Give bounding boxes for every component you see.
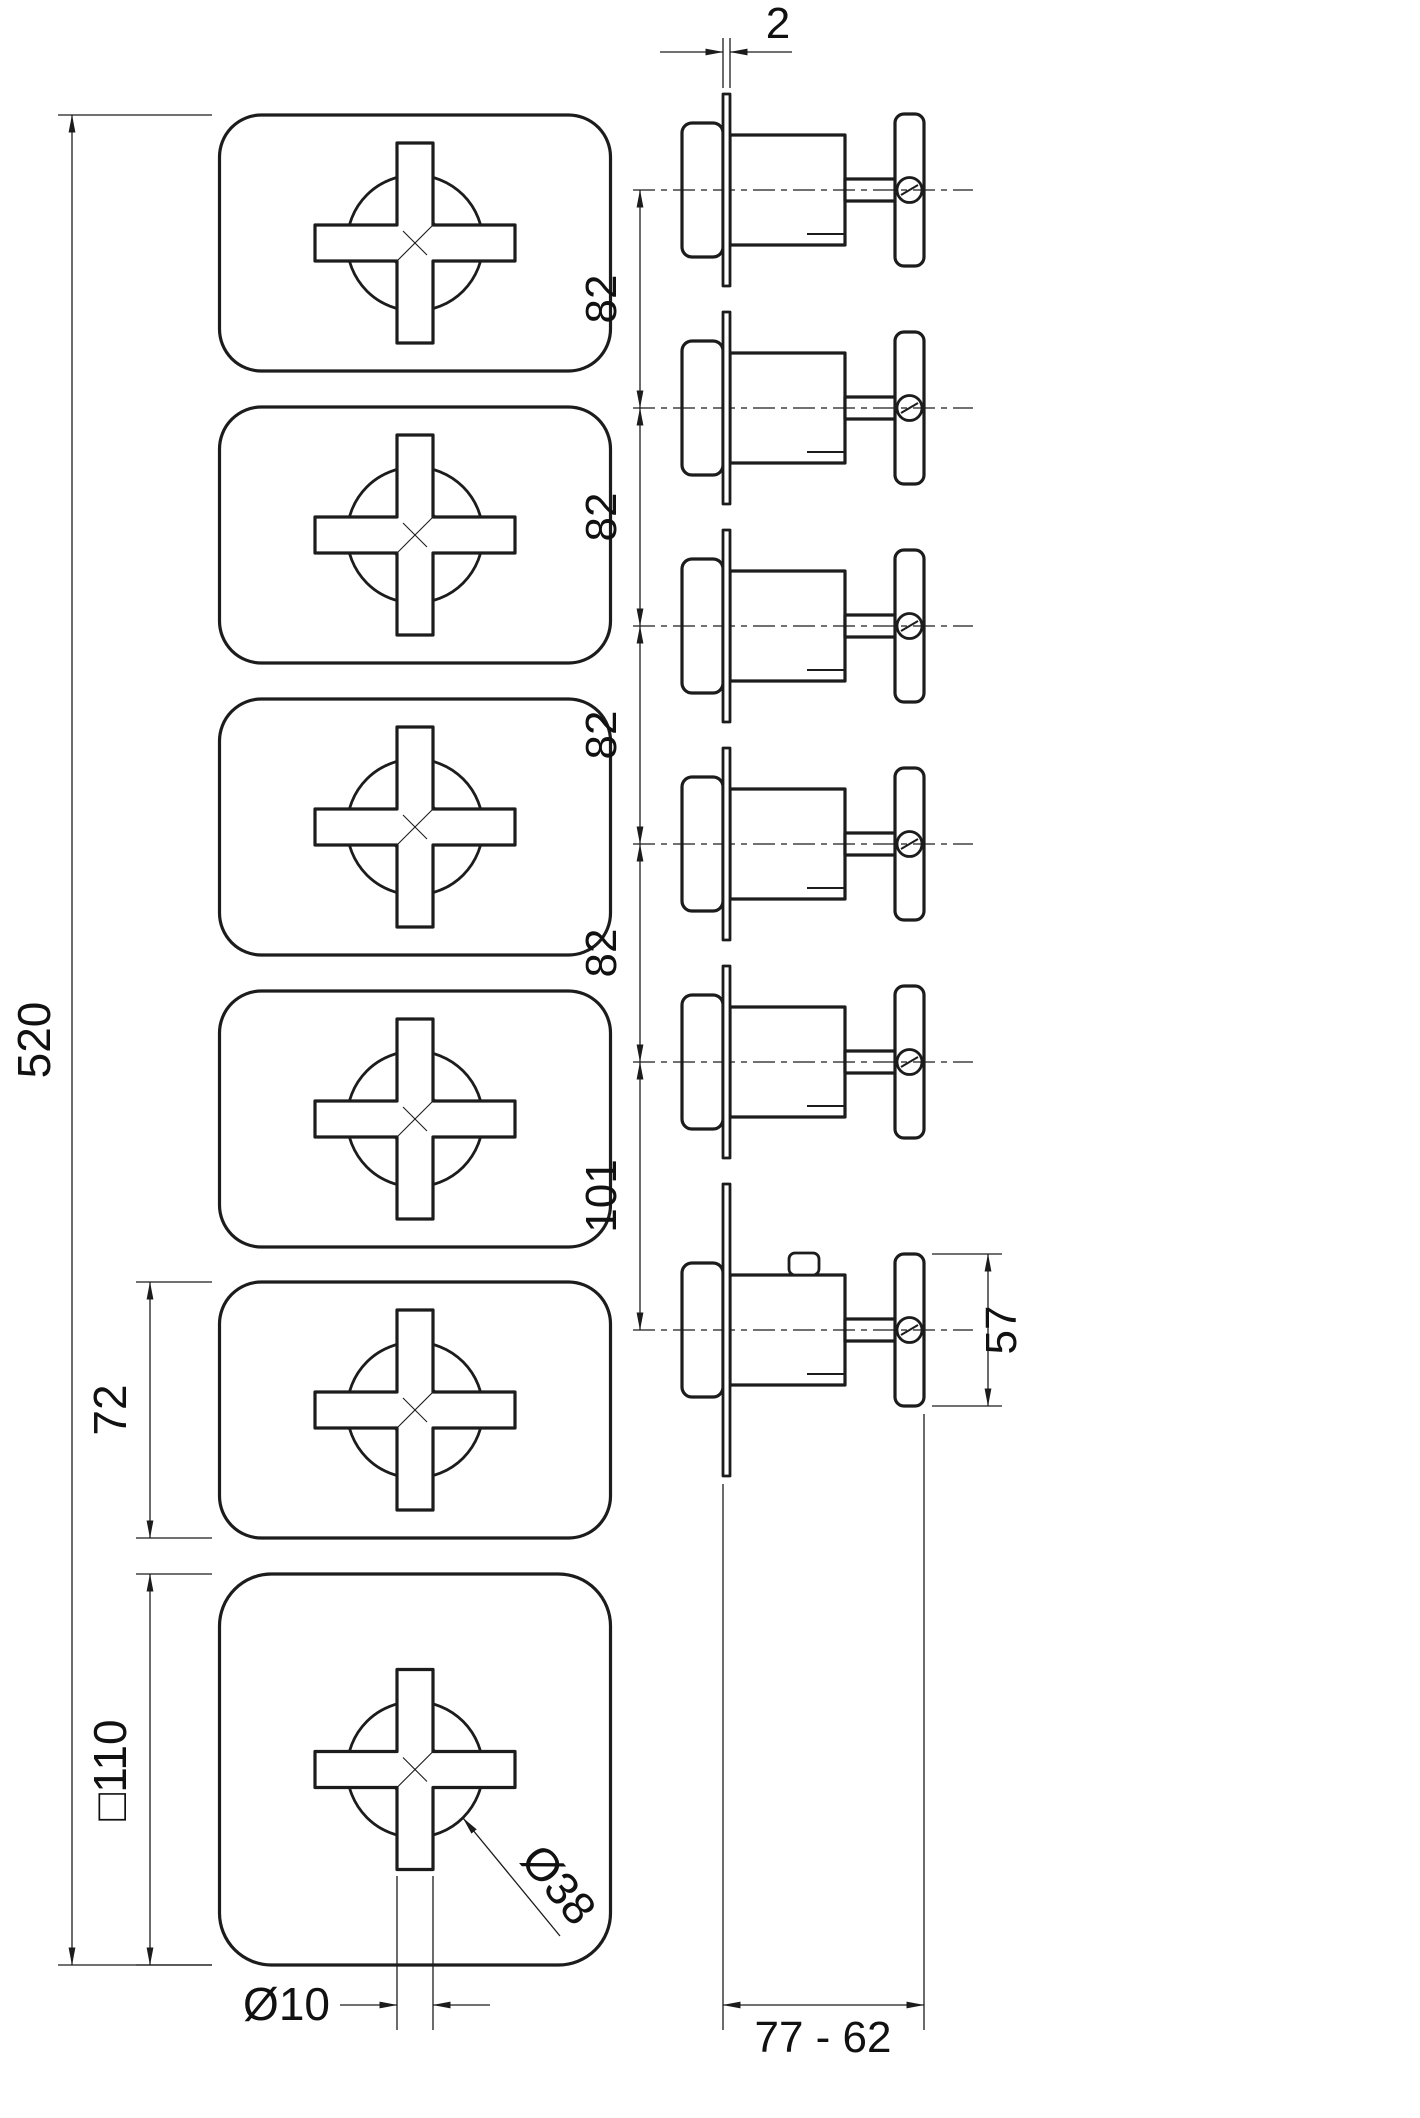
dim-label-spacing-4: 82 — [577, 929, 626, 978]
side-view — [631, 92, 975, 1478]
valve-row — [631, 330, 975, 486]
dim-installation-depth: 77 - 62 — [722, 1414, 925, 2062]
dim-total-height: 520 — [8, 114, 212, 1966]
front-view — [217, 113, 613, 1967]
dim-label-stem-diameter: Ø10 — [243, 1978, 330, 2030]
dim-label-module-height: 72 — [84, 1384, 136, 1435]
dim-plate-thickness: 2 — [660, 0, 792, 88]
wall-plate-edge — [721, 746, 732, 942]
wall-plate-edge — [721, 528, 732, 724]
valve-row — [631, 1252, 975, 1408]
valve-row — [631, 766, 975, 922]
leader-line — [462, 1817, 561, 1937]
dim-label-plate-thickness: 2 — [766, 0, 790, 48]
dim-label-installation-depth: 77 - 62 — [755, 2013, 892, 2062]
dim-label-spacing-1: 82 — [577, 275, 626, 324]
valve-row — [631, 548, 975, 704]
wall-plate-edge — [721, 92, 732, 288]
dim-stem-diameter: Ø10 — [243, 1876, 490, 2030]
dim-label-handle-height: 57 — [977, 1306, 1026, 1355]
diverter-knob — [787, 1251, 821, 1277]
dim-label-total-height: 520 — [8, 1002, 60, 1079]
valve-row — [631, 984, 975, 1140]
dim-label-plate-size: □110 — [84, 1719, 136, 1820]
dim-plate-size: □110 — [84, 1573, 212, 1966]
wall-plate-edge — [721, 964, 732, 1160]
dim-handle-height: 57 — [932, 1253, 1026, 1407]
wall-plate-edge — [721, 1182, 732, 1478]
dim-spacing-chain: 82 82 82 82 101 — [577, 189, 644, 1331]
dim-label-spacing-2: 82 — [577, 493, 626, 542]
dim-label-spacing-3: 82 — [577, 711, 626, 760]
dim-module-height: 72 — [84, 1281, 212, 1539]
valve-row — [631, 112, 975, 268]
wall-plate-edge — [721, 310, 732, 506]
dim-label-last-spacing: 101 — [577, 1159, 626, 1232]
